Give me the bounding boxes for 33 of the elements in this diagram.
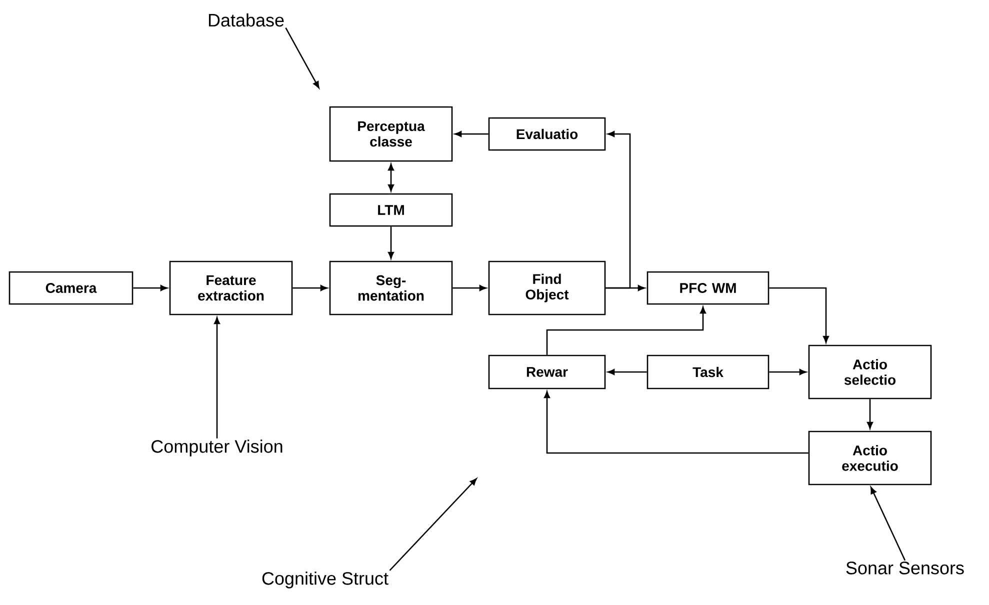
arrow — [454, 131, 488, 137]
arrow — [606, 131, 631, 289]
process-box: Evaluatio — [488, 117, 606, 151]
process-box: Perceptua classe — [329, 106, 453, 162]
arrow — [388, 226, 394, 259]
process-box: Actio selectio — [808, 344, 932, 400]
arrow — [388, 164, 394, 192]
arrow — [292, 285, 328, 291]
process-box: Rewar — [488, 354, 606, 390]
process-box: Actio executio — [808, 430, 932, 486]
process-box: Feature extraction — [169, 260, 293, 316]
arrow — [769, 369, 806, 375]
arrow — [769, 287, 829, 343]
arrow — [544, 391, 808, 454]
arrow — [214, 317, 220, 438]
process-box: Find Object — [488, 260, 606, 316]
arrow — [452, 285, 486, 291]
process-box: Seg- mentation — [329, 260, 453, 316]
process-box: PFC WM — [646, 271, 770, 305]
arrow — [133, 285, 168, 291]
process-box: Camera — [8, 271, 134, 305]
text-label: Database — [208, 13, 284, 27]
process-box: Task — [646, 354, 770, 390]
arrow — [608, 369, 647, 375]
text-label: Sonar Sensors — [846, 562, 964, 574]
arrow — [389, 478, 477, 571]
arrow — [546, 306, 706, 355]
text-label: Cognitive Struct — [262, 572, 388, 588]
process-box: LTM — [329, 193, 453, 227]
arrow — [285, 28, 320, 88]
arrow — [870, 486, 906, 561]
text-label: Computer Vision — [152, 440, 282, 456]
arrow — [867, 399, 873, 429]
